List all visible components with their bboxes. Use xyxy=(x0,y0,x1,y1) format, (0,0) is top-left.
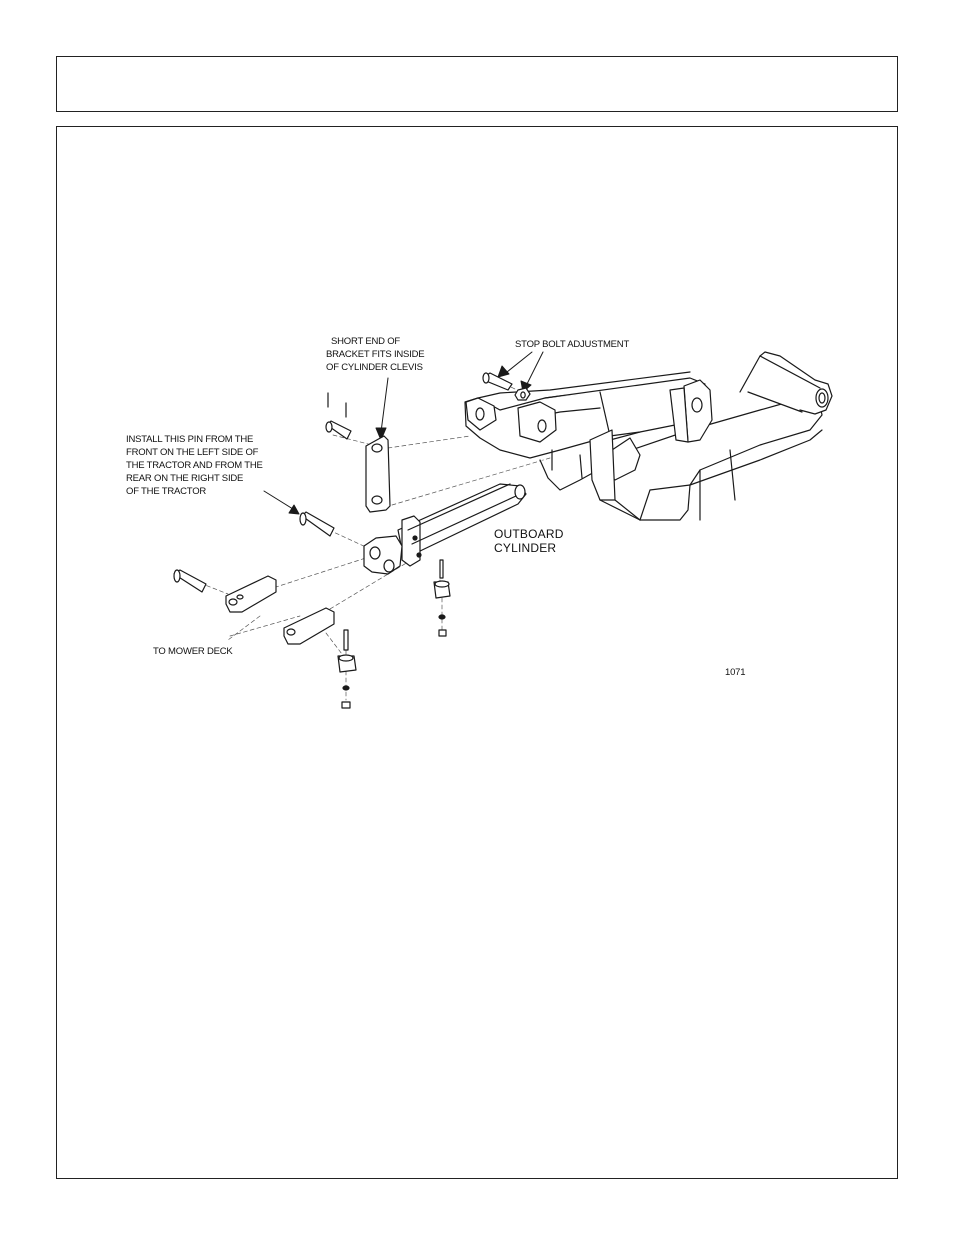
link-arms xyxy=(173,569,335,645)
label-short-end-bracket-line1: SHORT END OF xyxy=(331,336,401,347)
label-short-end-bracket-line3: OF CYLINDER CLEVIS xyxy=(326,362,423,373)
boom-frame xyxy=(464,351,833,521)
label-short-end-bracket-line2: BRACKET FITS INSIDE xyxy=(326,349,425,360)
label-install-pin-line2: FRONT ON THE LEFT SIDE OF xyxy=(126,447,259,458)
label-outboard-cylinder-line1: OUTBOARD xyxy=(494,527,564,541)
bushing-stacks xyxy=(337,559,451,709)
outboard-cylinder xyxy=(363,483,527,575)
label-outboard-cylinder-line2: CYLINDER xyxy=(494,541,557,555)
pointer-arrows xyxy=(263,351,544,515)
label-stop-bolt-adjustment: STOP BOLT ADJUSTMENT xyxy=(515,339,630,350)
figure-number: 1071 xyxy=(725,667,746,678)
main-content-box xyxy=(56,126,898,1179)
label-install-pin-line4: REAR ON THE RIGHT SIDE xyxy=(126,473,244,484)
label-install-pin-line1: INSTALL THIS PIN FROM THE xyxy=(126,434,254,445)
clevis-pin-and-bracket xyxy=(325,392,391,513)
label-to-mower-deck: TO MOWER DECK xyxy=(153,646,233,657)
long-pin xyxy=(299,511,335,537)
label-install-pin-line5: OF THE TRACTOR xyxy=(126,486,207,497)
page-header-box xyxy=(56,56,898,112)
label-install-pin-line3: THE TRACTOR AND FROM THE xyxy=(126,460,263,471)
stop-bolt xyxy=(482,372,531,401)
